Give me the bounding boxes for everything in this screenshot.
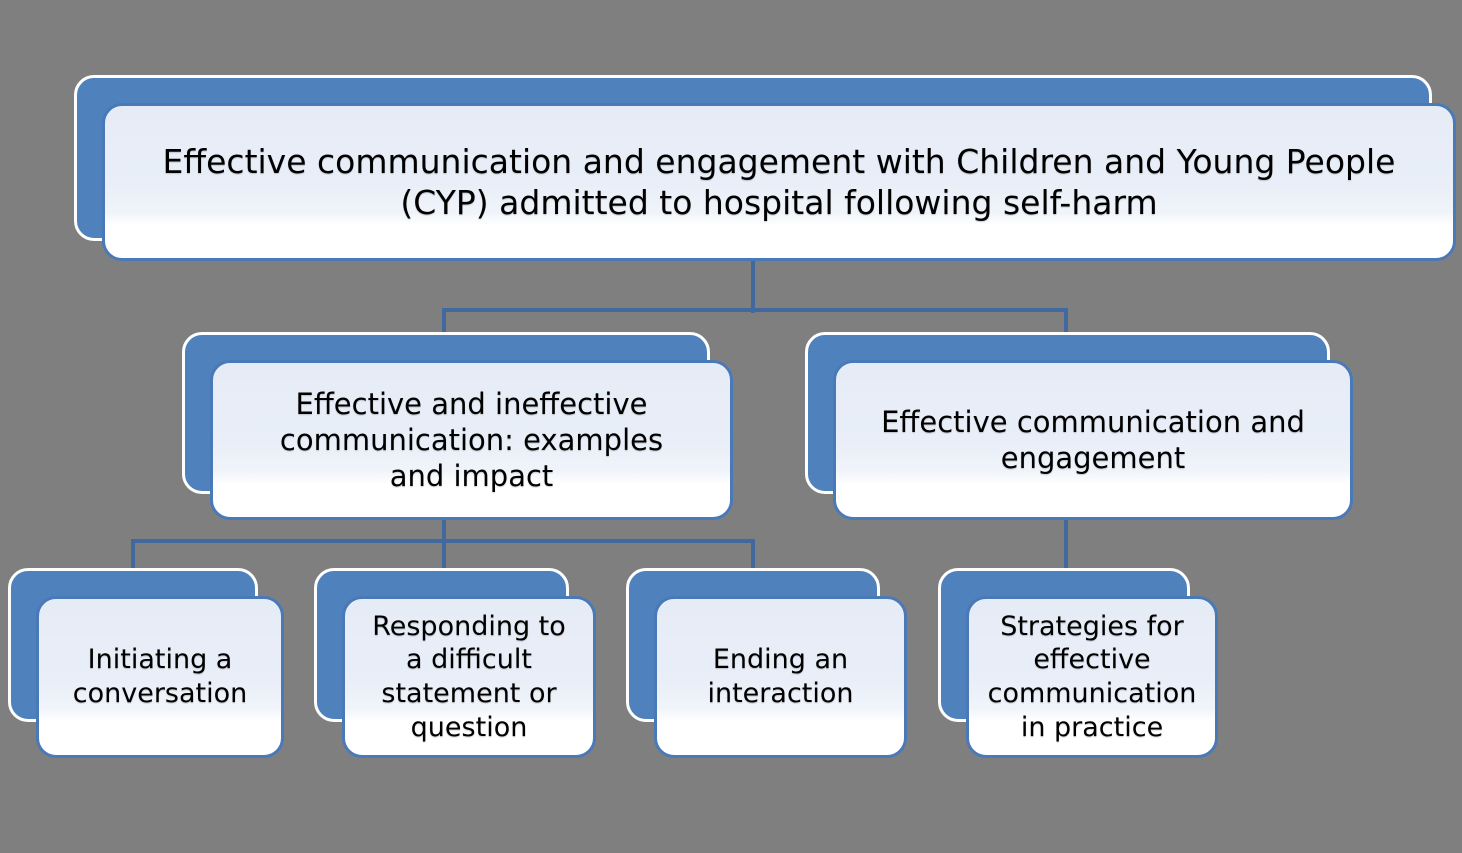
node-root-front-panel: Effective communication and engagement w… — [102, 103, 1456, 261]
node-leaf-ending-front-panel: Ending an interaction — [654, 596, 907, 758]
connector-root-stem — [751, 243, 755, 313]
connector-level3-drop-3 — [751, 539, 755, 575]
node-leaf-initiating-label: Initiating a conversation — [72, 644, 248, 709]
node-branch-right-front-panel: Effective communication and engagement — [833, 360, 1353, 520]
node-branch-left-label: Effective and ineffective communication:… — [279, 386, 664, 494]
connector-level2-bar — [442, 308, 1068, 312]
node-leaf-ending-label: Ending an interaction — [707, 644, 854, 709]
node-leaf-responding-label: Responding to a difficult statement or q… — [372, 610, 566, 743]
connector-level3-drop-1 — [131, 539, 135, 575]
node-leaf-strategies-front-panel: Strategies for effective communication i… — [966, 596, 1218, 758]
connector-branch-left-stem — [442, 500, 446, 543]
node-branch-left-front-panel: Effective and ineffective communication:… — [210, 360, 733, 520]
connector-level2-left-drop — [442, 308, 446, 348]
connector-level3-drop-2 — [442, 539, 446, 575]
node-leaf-initiating-front-panel: Initiating a conversation — [36, 596, 284, 758]
connector-level2-right-drop — [1064, 308, 1068, 348]
node-root-label: Effective communication and engagement w… — [162, 141, 1396, 222]
node-branch-right-label: Effective communication and engagement — [881, 404, 1305, 475]
node-leaf-strategies-label: Strategies for effective communication i… — [987, 610, 1197, 743]
node-leaf-responding-front-panel: Responding to a difficult statement or q… — [342, 596, 596, 758]
connector-branch-right-stem — [1064, 500, 1068, 576]
